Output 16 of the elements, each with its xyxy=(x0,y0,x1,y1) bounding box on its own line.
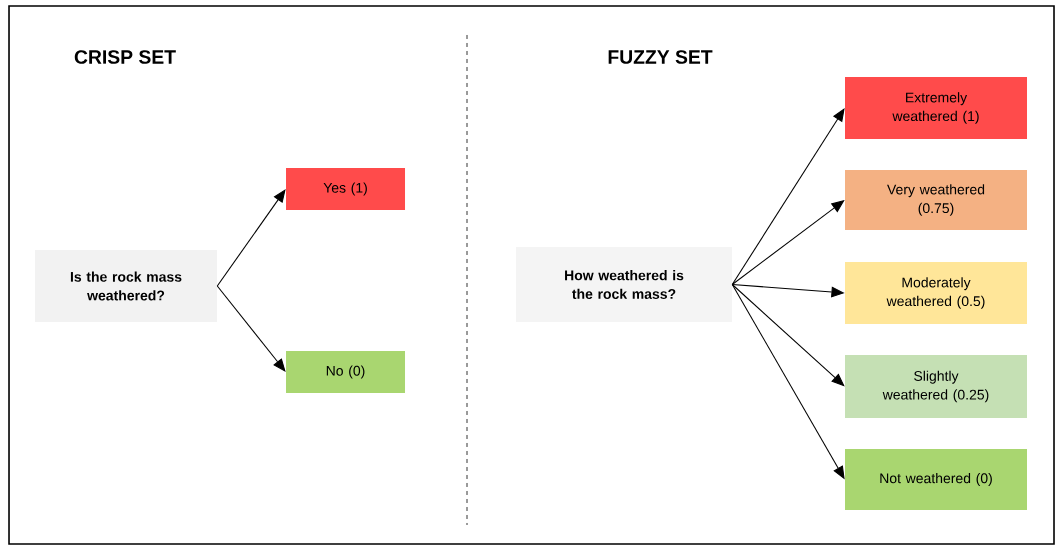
question-box: Is the rock mass weathered? xyxy=(35,250,217,322)
question-box: How weathered is the rock mass? xyxy=(516,247,732,322)
heading: CRISP SET xyxy=(74,50,176,64)
arrow xyxy=(731,108,845,286)
arrow xyxy=(731,200,845,286)
answer-box: Very weathered (0.75) xyxy=(845,170,1027,230)
arrow xyxy=(216,285,286,372)
arrow xyxy=(216,189,286,287)
heading: FUZZY SET xyxy=(608,50,713,64)
answer-box: No (0) xyxy=(286,351,405,393)
arrow xyxy=(731,283,845,387)
answer-box: Yes (1) xyxy=(286,168,405,210)
answer-box: Not weathered (0) xyxy=(845,449,1027,510)
answer-box: Moderately weathered (0.5) xyxy=(845,262,1027,324)
answer-box: Slightly weathered (0.25) xyxy=(845,355,1027,418)
answer-box: Extremely weathered (1) xyxy=(845,77,1027,139)
